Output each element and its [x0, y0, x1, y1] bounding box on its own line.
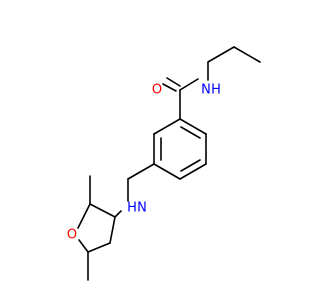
aromatic-inner-bond: [180, 159, 201, 172]
bond: [77, 203, 91, 229]
oxygen-atom-label: O: [67, 228, 77, 243]
bond: [109, 216, 116, 244]
bond: [153, 118, 181, 135]
bond: [207, 46, 235, 63]
bond: [179, 78, 199, 91]
bond: [89, 203, 116, 218]
bond: [233, 46, 261, 63]
aromatic-inner-bond: [180, 126, 201, 139]
bond: [179, 118, 207, 135]
bond: [114, 210, 122, 218]
atom-labels: O N H N H O: [67, 83, 221, 243]
bond: [78, 239, 89, 253]
bonds: [77, 46, 261, 281]
carbonyl-double-bond: [162, 83, 177, 92]
bond: [179, 163, 207, 180]
hydrogen-atom-label: H: [127, 201, 137, 216]
oxygen-atom-label: O: [152, 83, 162, 98]
bond: [153, 163, 181, 180]
bond: [87, 242, 111, 253]
nitrogen-atom-label: N: [201, 83, 211, 98]
nitrogen-atom-label: N: [137, 201, 147, 216]
hydrogen-atom-label: H: [211, 83, 221, 98]
carbonyl-double-bond: [166, 77, 181, 87]
bond: [127, 163, 155, 180]
molecule-diagram: O N H N H O: [67, 46, 261, 281]
